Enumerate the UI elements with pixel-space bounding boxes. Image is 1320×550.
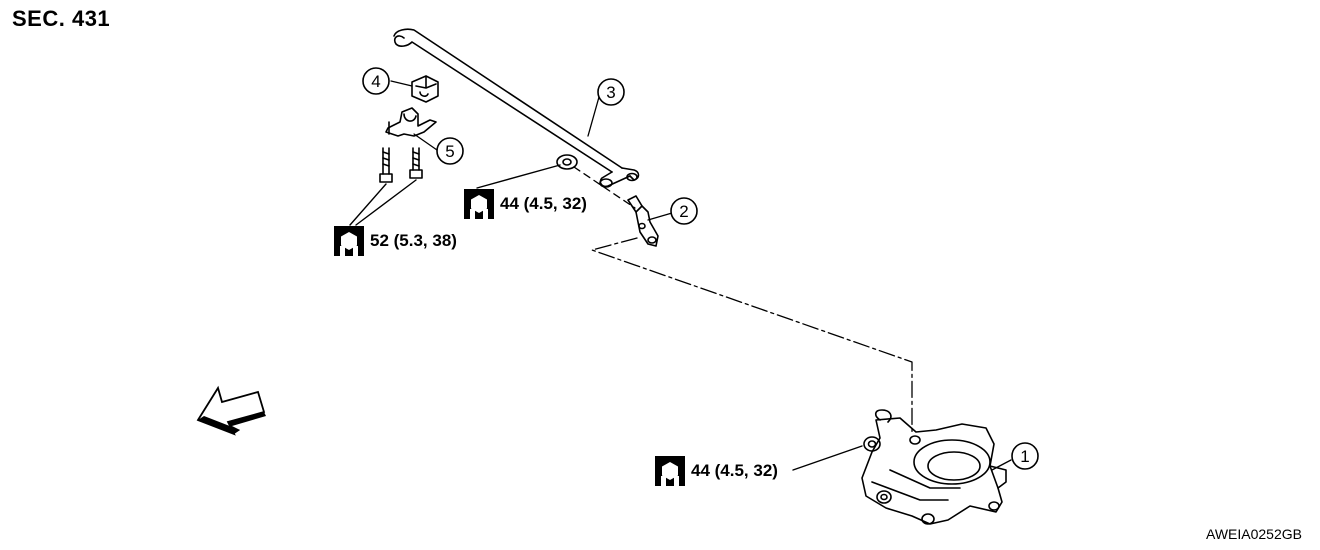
- callout-4: [362, 67, 390, 95]
- callout-5: [436, 137, 464, 165]
- callout-3: [597, 78, 625, 106]
- callout-5-number: 5: [445, 142, 454, 161]
- front-direction-arrow-icon: [196, 385, 266, 436]
- torque-value: 52 (5.3, 38): [370, 231, 457, 250]
- torque-spec-clamp-bolts: 52 (5.3, 38): [334, 226, 457, 256]
- callout-4-number: 4: [371, 72, 380, 91]
- torque-spec-rod-nut: 44 (4.5, 32): [464, 189, 587, 219]
- torque-value: 44 (4.5, 32): [500, 194, 587, 213]
- section-label: SEC. 431: [12, 6, 111, 31]
- clamp-drawing: [385, 107, 437, 137]
- callout-1: [1011, 442, 1039, 470]
- stabilizer-bar-drawing: [393, 28, 640, 188]
- nut-drawing: [556, 154, 578, 170]
- callout-3-number: 3: [606, 83, 615, 102]
- lower-link-drawing: [861, 409, 1007, 525]
- torque-wrench-icon: [334, 226, 364, 256]
- torque-wrench-icon: [655, 456, 685, 486]
- connecting-rod-drawing: [627, 195, 659, 247]
- bushing-drawing: [411, 75, 439, 103]
- callout-2-number: 2: [679, 202, 688, 221]
- torque-wrench-icon: [464, 189, 494, 219]
- callout-2: [670, 197, 698, 225]
- reference-code: AWEIA0252GB: [1206, 526, 1302, 542]
- callout-1-number: 1: [1020, 447, 1029, 466]
- clamp-bolts-drawing: [379, 147, 423, 183]
- lower-link-nut-drawing: [863, 436, 881, 452]
- torque-spec-lower-link-nut: 44 (4.5, 32): [655, 456, 778, 486]
- torque-value: 44 (4.5, 32): [691, 461, 778, 480]
